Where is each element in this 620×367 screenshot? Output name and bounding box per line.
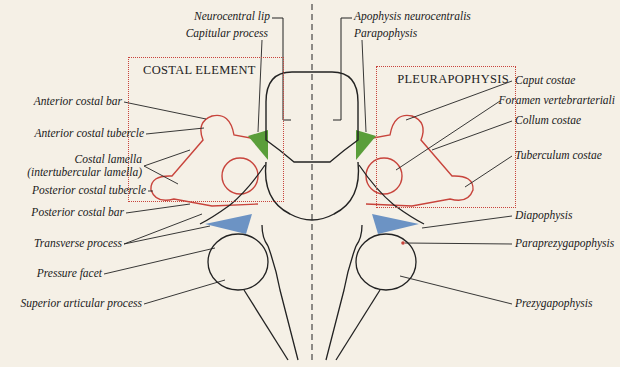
vertebral-arch <box>266 162 359 220</box>
part-label: Collum costae <box>515 114 581 127</box>
part-label: Superior articular process <box>20 297 142 310</box>
part-label: Apophysis neurocentralis <box>354 10 471 23</box>
region-heading: COSTAL ELEMENT <box>143 63 256 78</box>
part-label: Prezygapophysis <box>515 297 593 310</box>
part-label: Anterior costal tubercle <box>35 127 144 140</box>
dotted-region: COSTAL ELEMENT <box>128 57 284 202</box>
part-label: Parapophysis <box>354 27 417 40</box>
vertebral-body <box>266 72 358 162</box>
part-label: Diapophysis <box>515 209 573 222</box>
leader-lines <box>104 40 512 304</box>
part-label: Neurocentral lip <box>194 10 270 23</box>
part-label: Posterior costal bar <box>31 206 124 219</box>
part-label: Caput costae <box>515 74 575 87</box>
dotted-region: PLEURAPOPHYSIS <box>376 66 516 208</box>
part-label: Anterior costal bar <box>34 95 122 108</box>
region-heading: PLEURAPOPHYSIS <box>397 72 509 87</box>
part-label: Tuberculum costae <box>515 149 602 162</box>
part-label: Costal lamella (intertubercular lamella) <box>10 153 142 179</box>
part-label: Paraprezygapophysis <box>515 237 614 250</box>
part-label: Transverse process <box>34 237 122 250</box>
part-label: Pressure facet <box>37 267 102 280</box>
part-label: Foramen vertebrarteriali <box>498 94 615 107</box>
part-label: Posterior costal tubercle <box>32 184 146 197</box>
part-label: Capitular process <box>186 27 268 40</box>
